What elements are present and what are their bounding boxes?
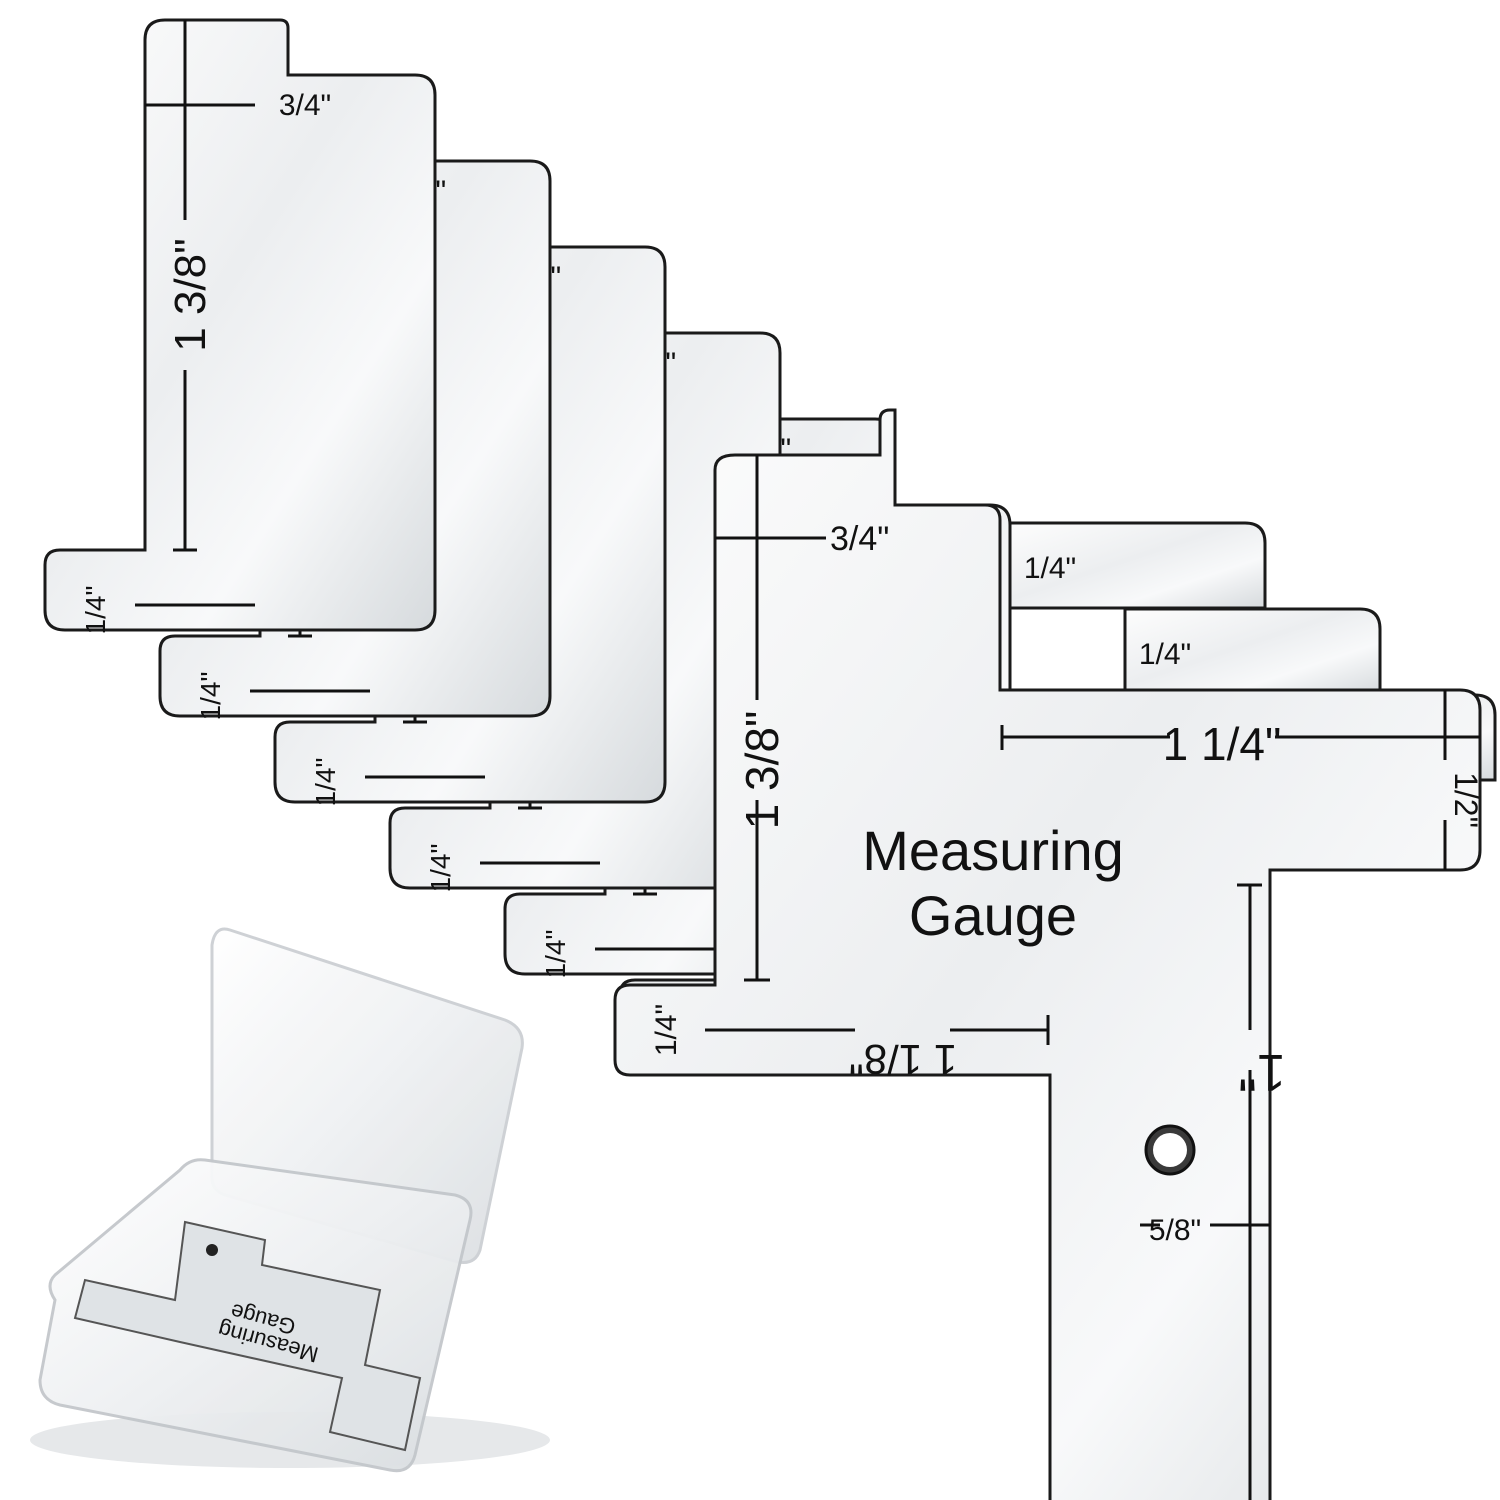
front-mark-five-eighths: 5/8" (1149, 1214, 1201, 1247)
back-mark-quarter: 1/4" (310, 758, 341, 807)
hole-icon (1144, 1124, 1196, 1176)
back-gauge-tab (1008, 521, 1267, 610)
back-mark-quarter: 1/4" (540, 930, 571, 979)
mini-gauge: Measuring Gauge (73, 1220, 422, 1452)
back-gauge: 3/4" 1 3/8" 1/4" (43, 18, 437, 635)
front-gauge-plate (613, 408, 1482, 1500)
back-gauge-plate (43, 18, 437, 632)
back-mark-quarter: 1/4" (425, 844, 456, 893)
back-mark-quarter: 1/4" (195, 672, 226, 721)
back-mark-one-three-eighths: 1 3/8" (166, 238, 215, 351)
gauge-stack: 3/4"1 3/8"1/4"1/4"3/4"1 3/8"1/4"1/4"3/4"… (43, 18, 1497, 1064)
front-mark-half: 1/2" (1448, 772, 1484, 828)
back-gauge-tab (1123, 607, 1382, 696)
front-mark-one-quarter: 1 1/4" (1163, 718, 1282, 770)
title-line2: Gauge (909, 884, 1077, 947)
front-gauge: Measuring Gauge 3/4" 1 3/8" 1/4" 1 1/4" … (613, 408, 1484, 1500)
front-mark-quarter: 1/4" (650, 1004, 683, 1056)
front-mark-three-quarter: 3/4" (830, 520, 889, 558)
front-mark-one: 1" (1238, 1043, 1285, 1101)
case-icon: Measuring Gauge (30, 927, 550, 1473)
back-tab-mark-quarter: 1/4" (1024, 552, 1076, 585)
front-mark-one-three-eighths: 1 3/8" (736, 711, 788, 830)
title-line1: Measuring (862, 819, 1123, 882)
front-mark-one-eighth: 1 1/8" (849, 1036, 957, 1083)
back-mark-three-quarter: 3/4" (279, 89, 331, 122)
back-mark-quarter: 1/4" (80, 586, 111, 635)
back-tab-mark-quarter: 1/4" (1139, 638, 1191, 671)
